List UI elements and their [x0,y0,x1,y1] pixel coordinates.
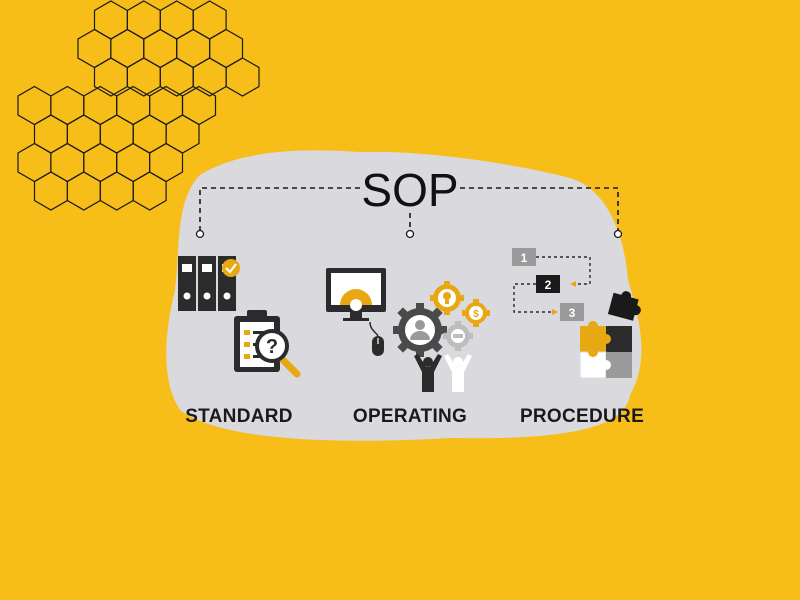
step-box-2 [536,275,560,293]
honeycomb-cell [132,171,167,211]
step-box-3 [560,303,584,321]
honeycomb-cell [116,142,151,183]
puzzle-pieces-icon [579,291,641,379]
honeycomb-cell [77,28,112,69]
honeycomb-cell [176,28,211,69]
honeycomb-cell [159,57,194,97]
step-label-1: 1 [521,251,528,265]
honeycomb-cell [159,0,194,40]
background-panel [166,150,642,441]
title-connector [199,187,619,232]
svg-text:$: $ [473,309,479,320]
honeycomb-cell [17,142,52,183]
honeycomb-cell [149,142,184,183]
connector-node-right [613,229,623,239]
column-label-operating: OPERATING [353,406,467,427]
gear-user-icon [393,303,447,357]
column-label-procedure: PROCEDURE [520,406,644,427]
monitor-gear-icon [326,268,386,321]
honeycomb-cell [50,85,85,126]
gear-lightbulb-icon [430,281,464,315]
connector-node-center [405,229,415,239]
gear-dollar-icon: $ [462,299,490,327]
honeycomb-cell [132,114,167,154]
honeycomb-cell [192,0,227,40]
honeycomb-cell [17,85,52,126]
honeycomb-cell [209,28,244,69]
honeycomb-cell [99,171,134,211]
honeycomb-cell [126,0,161,40]
step-label-2: 2 [545,278,552,292]
honeycomb-pattern [17,0,260,211]
magnifier-question-icon: ? [255,329,301,378]
honeycomb-cell [143,28,178,69]
honeycomb-cell [93,0,129,40]
step-boxes-icon: 1 2 3 [512,248,591,321]
honeycomb-cell [110,28,145,69]
honeycomb-cell [83,142,118,183]
svg-text:?: ? [266,336,278,358]
honeycomb-cell [66,171,101,211]
step-box-1 [512,248,536,266]
honeycomb-cell [149,85,184,126]
honeycomb-cell [33,114,69,154]
gear-handshake-icon [443,321,473,351]
connector-node-left [195,229,205,239]
checkmark-badge-icon [222,259,240,277]
honeycomb-cell [165,114,200,154]
honeycomb-cell [93,57,129,97]
honeycomb-cell [50,142,85,183]
honeycomb-cell [33,171,69,211]
honeycomb-cell [181,85,217,126]
step-label-3: 3 [569,306,576,320]
honeycomb-cell [116,85,151,126]
honeycomb-cell [225,57,260,97]
honeycomb-cell [192,57,227,97]
honeycomb-cell [66,114,101,154]
people-raising-hands-icon [414,354,472,392]
honeycomb-cell [99,114,134,154]
column-label-standard: STANDARD [185,406,293,427]
mouse-icon [369,321,384,356]
honeycomb-cell [126,57,161,97]
honeycomb-cell [83,85,118,126]
diagram-title: SOP [361,164,458,216]
